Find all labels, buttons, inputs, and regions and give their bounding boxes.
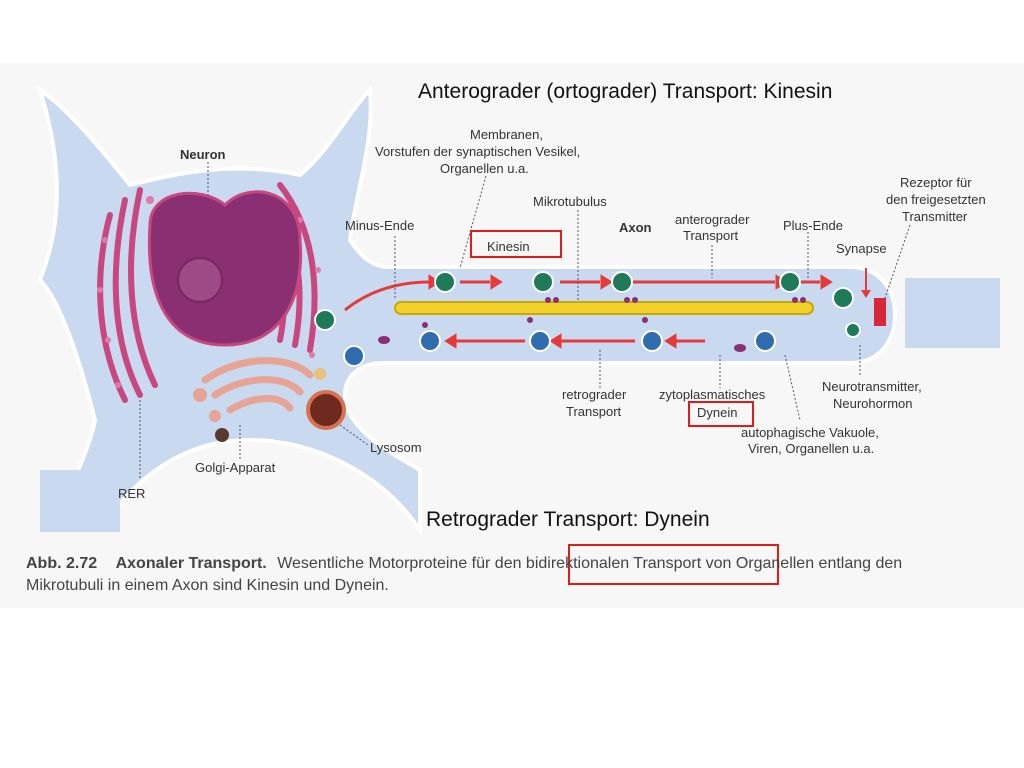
golgi-apparatus [201, 357, 314, 414]
label-plus-ende: Plus-Ende [783, 218, 843, 233]
label-rezeptor-2: den freigesetzten [886, 192, 986, 207]
label-rer: RER [118, 486, 145, 501]
label-axon: Axon [619, 220, 652, 235]
caption-bold: Axonaler Transport. [116, 555, 267, 572]
label-retrograder-2: Transport [566, 404, 622, 419]
highlight-bidirektional [568, 544, 779, 585]
title-anterograde: Anterograder (ortograder) Transport: Kin… [418, 80, 832, 103]
anterograde-arrows [344, 274, 833, 312]
retrograde-vesicles [343, 330, 776, 367]
microtubule [394, 301, 814, 315]
receptor [874, 298, 886, 326]
postsynaptic-terminal [905, 278, 1000, 348]
label-membranen-2: Vorstufen der synaptischen Vesikel, [375, 144, 580, 159]
label-neurotransmitter-1: Neurotransmitter, [822, 379, 922, 394]
label-membranen-1: Membranen, [470, 127, 543, 142]
leader-lines [139, 162, 911, 480]
label-dynein: Dynein [697, 405, 737, 420]
dendrite [40, 470, 120, 532]
label-neurotransmitter-2: Neurohormon [833, 396, 913, 411]
label-synapse: Synapse [836, 241, 887, 256]
label-mikrotubulus: Mikrotubulus [533, 194, 607, 209]
label-autophagische-2: Viren, Organellen u.a. [748, 441, 874, 456]
motor-proteins [378, 297, 806, 352]
caption-line-1: Abb. 2.72 Axonaler Transport. Wesentlich… [26, 555, 902, 572]
label-rezeptor-1: Rezeptor für [900, 175, 972, 190]
label-membranen-3: Organellen u.a. [440, 161, 529, 176]
label-golgi: Golgi-Apparat [195, 460, 276, 475]
label-lysosom: Lysosom [370, 440, 422, 455]
lysosome [306, 390, 346, 430]
nucleolus [177, 257, 223, 303]
caption-text-1: Wesentliche Motorproteine für den bidire… [277, 555, 902, 572]
label-rezeptor-3: Transmitter [902, 209, 968, 224]
label-autophagische-1: autophagische Vakuole, [741, 425, 879, 440]
caption-number: Abb. 2.72 [26, 555, 97, 572]
highlight-kinesin [470, 230, 562, 258]
label-neuron: Neuron [180, 147, 226, 162]
label-anterograder-2: Transport [683, 228, 739, 243]
title-retrograde: Retrograder Transport: Dynein [426, 508, 710, 531]
highlight-dynein [688, 401, 754, 427]
label-minus-ende: Minus-Ende [345, 218, 414, 233]
nucleus [147, 190, 303, 347]
retrograde-arrows [444, 333, 705, 349]
label-anterograder-1: anterograder [675, 212, 750, 227]
anterograde-vesicles [314, 271, 861, 338]
caption-text-2: Mikrotubuli in einem Axon sind Kinesin u… [26, 577, 389, 594]
label-zytoplasmatisches: zytoplasmatisches [659, 387, 766, 402]
label-retrograder-1: retrograder [562, 387, 627, 402]
label-kinesin: Kinesin [487, 239, 530, 254]
